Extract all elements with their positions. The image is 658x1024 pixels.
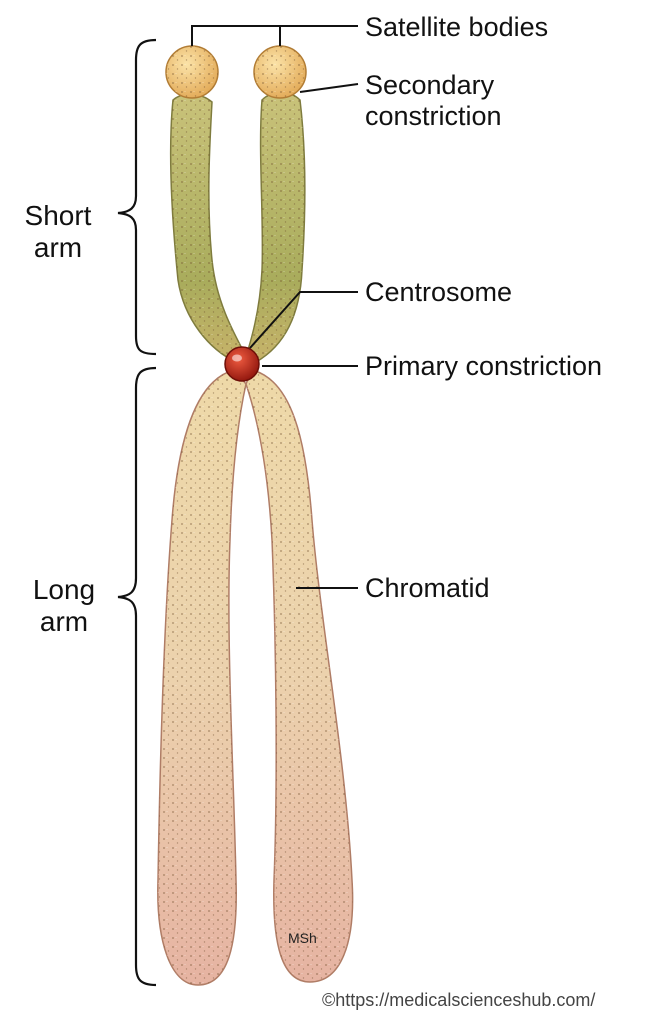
label-short-arm: Short arm [8,200,108,264]
centromere [224,346,260,382]
label-primary-constriction: Primary constriction [365,351,603,381]
label-chromatid: Chromatid [365,573,490,603]
long-arm-brace [117,366,157,987]
label-secondary-constriction-line1: Secondary [365,70,495,100]
label-short-arm-line1: Short [24,200,92,231]
label-long-arm-line1: Long [32,574,96,605]
artist-signature: MSh [288,930,317,946]
label-satellite-bodies: Satellite bodies [365,12,549,42]
leader-lines [191,25,359,589]
label-short-arm-line2: arm [33,232,83,263]
label-long-arm-line2: arm [39,606,89,637]
label-secondary-constriction-line2: constriction [365,101,502,131]
short-arm-brace [117,38,157,356]
label-secondary-constriction: Secondary constriction [365,70,502,132]
label-centrosome: Centrosome [365,277,513,307]
label-long-arm: Long arm [14,574,114,638]
copyright-notice: ©https://medicalscienceshub.com/ [322,990,596,1010]
